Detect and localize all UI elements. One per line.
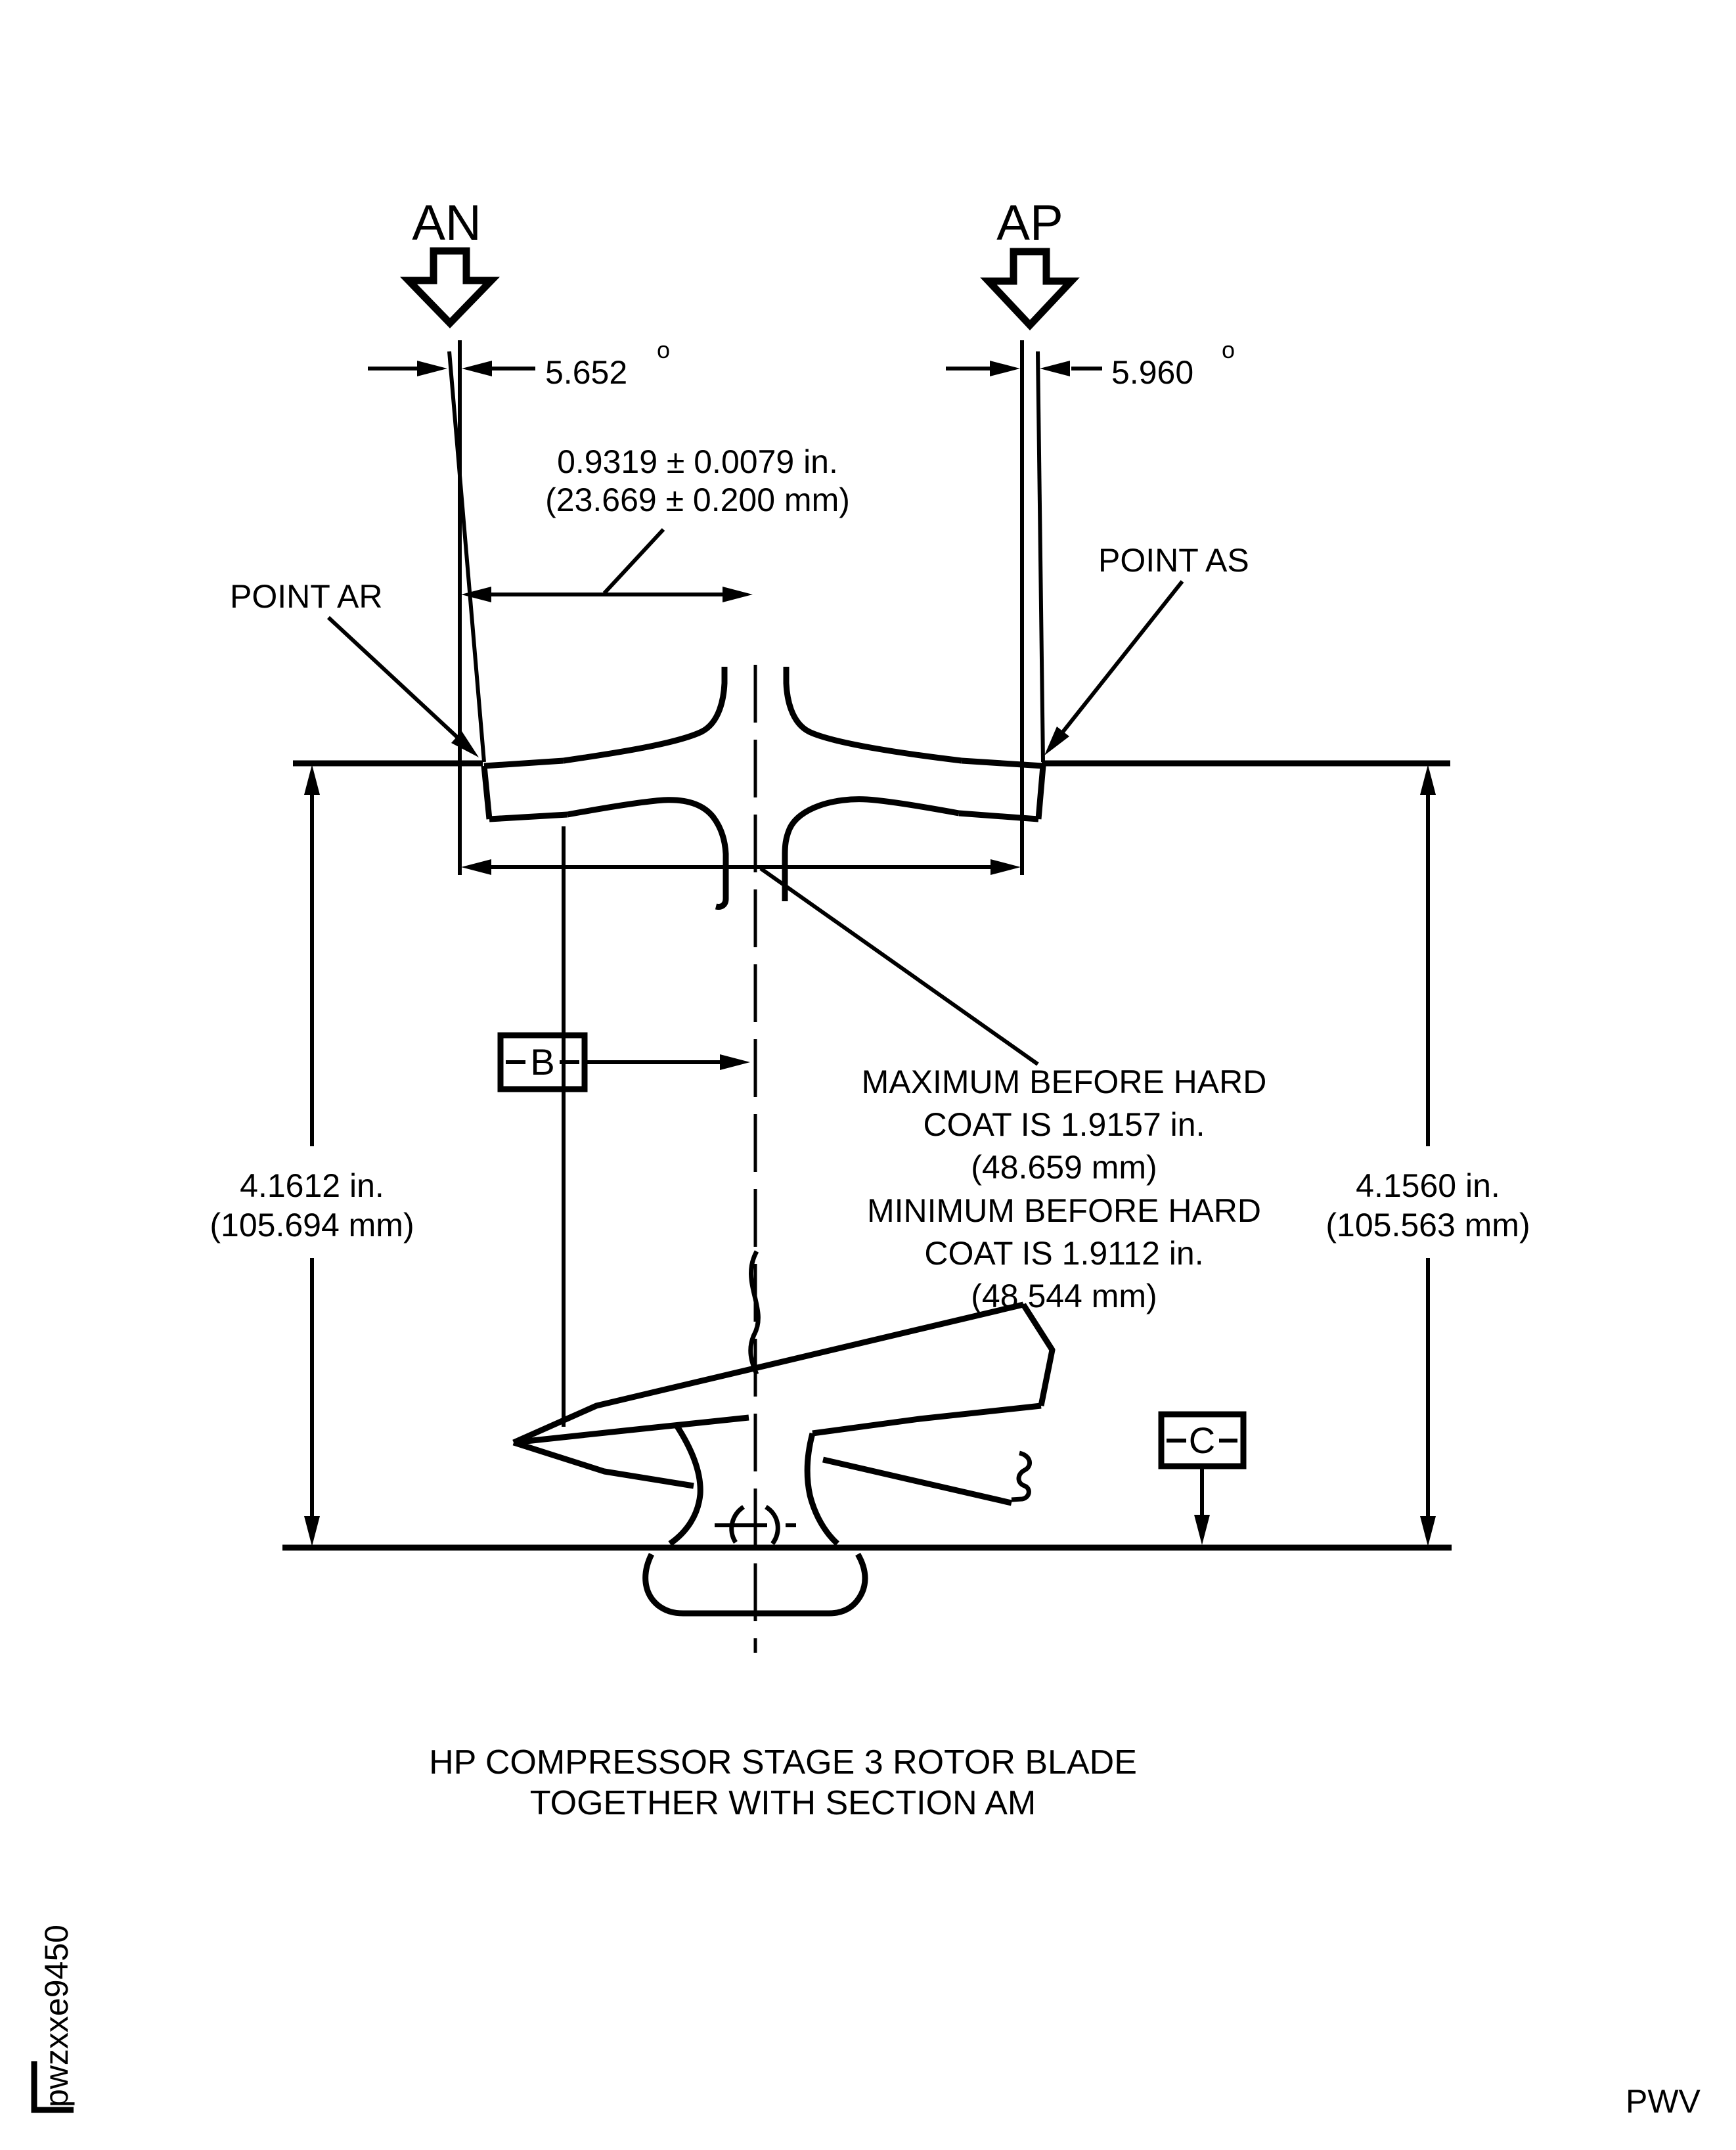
neck-right-curve bbox=[804, 1432, 840, 1546]
signature-text: PWV bbox=[1626, 2083, 1701, 2120]
arrowhead-icon bbox=[1044, 727, 1069, 755]
degree-symbol: o bbox=[657, 336, 670, 363]
arrowhead-left-icon bbox=[1040, 361, 1070, 376]
flag-c-letter: C bbox=[1189, 1420, 1215, 1461]
blade-edge-direction-line-right bbox=[1036, 351, 1045, 763]
caption: HP COMPRESSOR STAGE 3 ROTOR BLADE TOGETH… bbox=[429, 1743, 1137, 1822]
height-right-inches: 4.1560 in. bbox=[1356, 1167, 1500, 1204]
arrowhead-right-icon bbox=[990, 361, 1020, 376]
height-left-mm: (105.694 mm) bbox=[210, 1207, 414, 1243]
section-label-ap: AP bbox=[996, 195, 1063, 251]
right-tip-outline bbox=[958, 757, 1046, 822]
height-left-inches: 4.1612 in. bbox=[240, 1167, 384, 1204]
arrowhead-left-icon bbox=[461, 587, 491, 602]
arrowhead-down-icon bbox=[1420, 1516, 1436, 1546]
platform-far-bottom-edge bbox=[812, 1402, 1042, 1437]
platform-under-edge bbox=[822, 1456, 1013, 1506]
note-line-2: COAT IS 1.9157 in. bbox=[924, 1106, 1205, 1143]
left-tip-outline bbox=[481, 757, 568, 822]
height-right-mm: (105.563 mm) bbox=[1325, 1207, 1530, 1243]
arrowhead-right-icon bbox=[990, 859, 1021, 875]
point-ar-label: POINT AR bbox=[230, 578, 382, 615]
arrowhead-up-icon bbox=[1420, 765, 1436, 795]
break-line-squiggle bbox=[748, 1250, 761, 1376]
center-detail-right-arc bbox=[764, 1505, 780, 1546]
caption-line-1: HP COMPRESSOR STAGE 3 ROTOR BLADE bbox=[429, 1743, 1137, 1781]
height-dimension-right: 4.1560 in. (105.563 mm) bbox=[1325, 765, 1530, 1546]
arrowhead-right-icon bbox=[720, 1054, 750, 1070]
arrowhead-down-icon bbox=[1194, 1515, 1210, 1545]
platform-right-face bbox=[1021, 1303, 1056, 1406]
point-ar-callout: POINT AR bbox=[230, 578, 479, 757]
blade-root-view bbox=[512, 826, 1056, 1617]
lower-surface-right bbox=[782, 796, 960, 901]
leader-line bbox=[326, 616, 470, 749]
neck-left-curve bbox=[668, 1423, 703, 1546]
angle-value-left: 5.652 bbox=[545, 354, 627, 391]
upper-surface-left bbox=[563, 667, 728, 764]
blade-edge-direction-line-left bbox=[447, 351, 486, 763]
caption-line-2: TOGETHER WITH SECTION AM bbox=[530, 1784, 1036, 1822]
tip-offset-dimension: 0.9319 ± 0.0079 in. (23.669 ± 0.200 mm) bbox=[461, 443, 850, 602]
arrowhead-up-icon bbox=[304, 765, 320, 795]
note-line-5: COAT IS 1.9112 in. bbox=[924, 1235, 1203, 1272]
platform-hook-detail bbox=[1011, 1450, 1032, 1502]
arrowhead-right-icon bbox=[723, 587, 753, 602]
angle-dimension-right: 5.960 o bbox=[946, 336, 1235, 875]
section-arrow-ap: AP bbox=[980, 195, 1080, 331]
down-arrow-icon bbox=[400, 247, 500, 328]
note-line-1: MAXIMUM BEFORE HARD bbox=[862, 1064, 1267, 1100]
centerline bbox=[715, 665, 796, 1653]
down-arrow-icon bbox=[980, 248, 1080, 331]
flag-b: B bbox=[497, 1032, 750, 1092]
angle-value-right: 5.960 bbox=[1111, 354, 1193, 391]
note-line-4: MINIMUM BEFORE HARD bbox=[867, 1192, 1261, 1229]
doc-code-block: pwzxxe9450 bbox=[31, 1925, 75, 2113]
arrowhead-right-icon bbox=[417, 361, 447, 376]
angle-dimension-left: 5.652 o bbox=[368, 336, 670, 875]
leader-line bbox=[759, 866, 1039, 1066]
section-arrow-an: AN bbox=[400, 195, 500, 328]
leader-line bbox=[1052, 580, 1184, 745]
flag-c: C bbox=[1158, 1411, 1247, 1545]
degree-symbol: o bbox=[1222, 336, 1235, 363]
platform-mid-edge bbox=[513, 1414, 749, 1446]
corner-bracket-icon bbox=[31, 2061, 74, 2113]
arrowhead-left-icon bbox=[462, 361, 492, 376]
leader-line bbox=[602, 527, 665, 595]
root-bulb-outline bbox=[642, 1552, 868, 1617]
airfoil-tip-section bbox=[481, 667, 1046, 910]
platform-top-edge bbox=[512, 1301, 1025, 1446]
flag-b-letter: B bbox=[530, 1041, 554, 1083]
section-label-an: AN bbox=[412, 195, 481, 251]
height-dimension-left: 4.1612 in. (105.694 mm) bbox=[210, 765, 414, 1546]
arrowhead-left-icon bbox=[461, 859, 491, 875]
arrowhead-icon bbox=[451, 731, 479, 757]
point-as-label: POINT AS bbox=[1098, 542, 1249, 579]
doc-code-text: pwzxxe9450 bbox=[38, 1925, 75, 2107]
tip-offset-mm: (23.669 ± 0.200 mm) bbox=[545, 482, 850, 518]
center-detail-left-arc bbox=[729, 1505, 746, 1544]
lower-surface-left bbox=[567, 797, 729, 910]
hard-coat-note: MAXIMUM BEFORE HARD COAT IS 1.9157 in. (… bbox=[862, 1064, 1267, 1314]
tip-offset-inches: 0.9319 ± 0.0079 in. bbox=[557, 443, 838, 480]
note-line-3: (48.659 mm) bbox=[971, 1149, 1157, 1186]
chord-dimension bbox=[461, 859, 1039, 1066]
platform-near-bottom-edge bbox=[512, 1439, 694, 1489]
point-as-callout: POINT AS bbox=[1044, 542, 1249, 755]
upper-surface-right bbox=[783, 667, 962, 764]
arrowhead-down-icon bbox=[304, 1516, 320, 1546]
